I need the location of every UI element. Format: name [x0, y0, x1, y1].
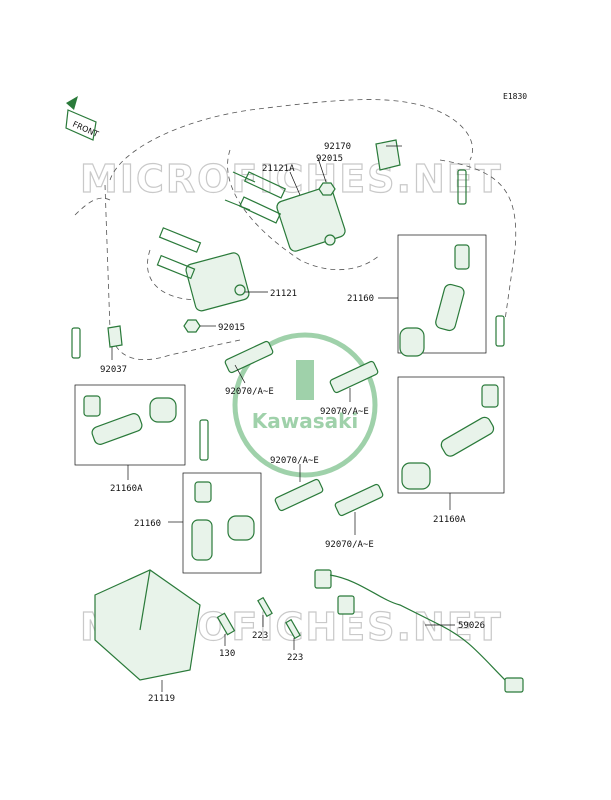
spark-plug-3: [274, 478, 324, 512]
label-21160-right: 21160: [347, 294, 374, 304]
clamp-92037: [107, 325, 123, 348]
frame-21160-right: [397, 234, 487, 354]
logo-text: Kawasaki: [252, 409, 359, 433]
clamp-92170: [375, 139, 401, 171]
frame-21160a-left: [74, 384, 186, 466]
kawasaki-logo: Kawasaki: [232, 332, 378, 478]
screw-223-b: [285, 618, 301, 640]
watermark-top: MICROFICHES.NET: [80, 157, 503, 201]
label-92015-mid: 92015: [218, 323, 245, 333]
nut-92015-top: [318, 182, 336, 196]
label-92070-2: 92070/A~E: [320, 407, 369, 417]
bolt-130: [216, 612, 236, 636]
label-21160-mid: 21160: [134, 519, 161, 529]
diagram-code: E1830: [503, 92, 527, 101]
plug-cap-21160-mid: [191, 481, 255, 561]
frame-21160a-right: [397, 376, 505, 494]
leader-92015-top: [317, 157, 327, 183]
label-59026: 59026: [458, 621, 485, 631]
spark-plug-4: [334, 483, 384, 517]
label-92170: 92170: [324, 142, 351, 152]
label-92070-1: 92070/A~E: [225, 387, 274, 397]
ignition-coil-21121: [156, 227, 250, 312]
plug-cap-21160a-right: [401, 384, 499, 490]
plug-wire-right: [495, 315, 505, 347]
label-21160a-right: 21160A: [433, 515, 466, 525]
wire-harness-4: [74, 197, 111, 216]
label-92015-top: 92015: [316, 154, 343, 164]
ignition-coil-21121a: [224, 171, 346, 252]
wire-harness-1: [109, 99, 473, 181]
label-21121a: 21121A: [262, 164, 295, 174]
wire-harness-3: [439, 159, 517, 321]
leader-21121a: [289, 171, 301, 196]
plug-wire-mid: [199, 419, 209, 461]
label-223-b: 223: [287, 653, 303, 663]
front-arrow-icon: FRONT: [65, 96, 100, 141]
spark-plug-1: [224, 340, 274, 374]
label-21160a-left: 21160A: [110, 484, 143, 494]
label-223-a: 223: [252, 631, 268, 641]
label-130: 130: [219, 649, 235, 659]
screw-223-a: [257, 596, 273, 618]
plug-wire-right-top: [457, 169, 467, 205]
label-92070-4: 92070/A~E: [325, 540, 374, 550]
plug-cap-21160-right: [399, 244, 470, 357]
label-21121: 21121: [270, 289, 297, 299]
plug-cap-21160a-left: [83, 395, 177, 445]
label-92070-3: 92070/A~E: [270, 456, 319, 466]
label-92037: 92037: [100, 365, 127, 375]
spark-plug-2: [329, 360, 379, 394]
frame-21160-mid: [182, 472, 262, 574]
plug-wire-left: [71, 327, 81, 359]
leader-92070-1: [234, 364, 246, 384]
wire-harness-6: [147, 249, 201, 301]
cdi-unit-21119: [94, 569, 201, 681]
label-21119: 21119: [148, 694, 175, 704]
nut-92015-mid: [183, 319, 201, 333]
